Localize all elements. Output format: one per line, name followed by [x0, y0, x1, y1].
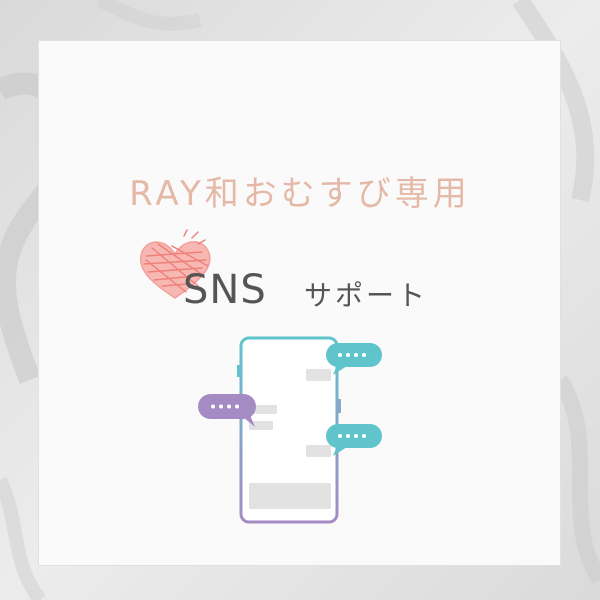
- page-title: RAY和おむすび専用: [129, 174, 471, 214]
- smartphone-icon: [198, 336, 382, 524]
- chat-bubble-icon: [326, 343, 382, 375]
- sns-label: SNS: [183, 267, 267, 313]
- heart-doodle-icon: [140, 229, 211, 299]
- support-label: サポート: [304, 279, 429, 312]
